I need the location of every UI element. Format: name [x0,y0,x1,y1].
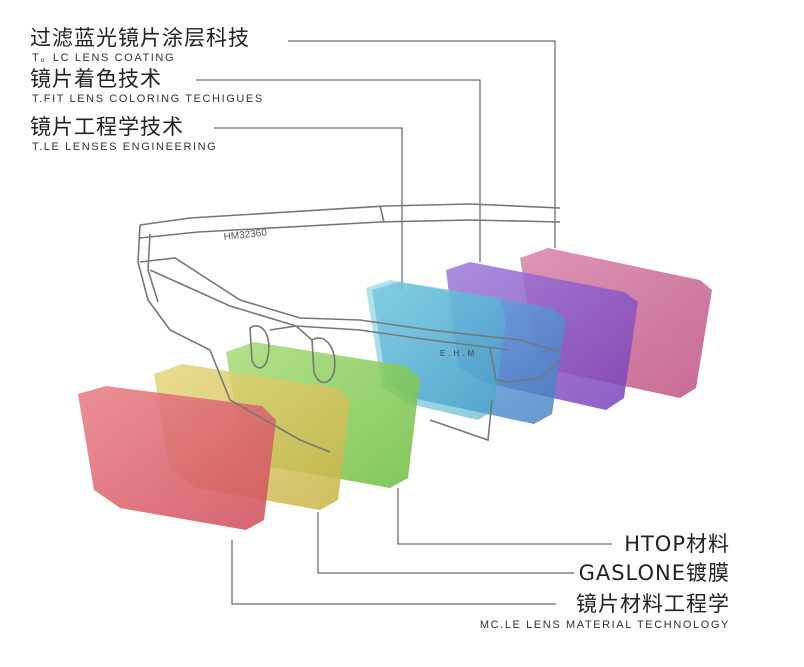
callout-engineering-cn: 镜片工程学技术 [30,115,184,139]
glasses-frame-front [139,257,561,453]
bridge-marking: E.H.M [440,349,477,358]
leader-line-material [231,540,556,605]
callout-htop-cn: HTOP材料 [624,532,730,556]
callout-coating-en: T。LC LENS COATING [32,52,176,64]
lens-stack [78,248,712,530]
lens-red [78,386,276,530]
callout-coloring-cn: 镜片着色技术 [30,67,162,91]
leader-line-engineering [214,127,403,290]
callout-gaslone-cn: GASLONE镀膜 [578,561,730,585]
callout-coating-cn: 过滤蓝光镜片涂层科技 [30,26,250,50]
temple-marking: HM32360 [223,227,268,243]
callout-material-cn: 镜片材料工程学 [576,592,730,616]
leader-lines [196,40,612,605]
callout-engineering-en: T.LE LENSES ENGINEERING [32,141,218,153]
leader-line-coating [288,40,556,248]
leader-line-htop [397,488,612,545]
callout-coloring-en: T.FIT LENS COLORING TECHIGUES [32,93,264,105]
glasses-frame-back [137,203,561,351]
callout-material-en: MC.LE LENS MATERIAL TECHNOLOGY [479,619,730,631]
leader-line-gaslone [317,512,574,574]
leader-line-coloring [196,79,481,262]
